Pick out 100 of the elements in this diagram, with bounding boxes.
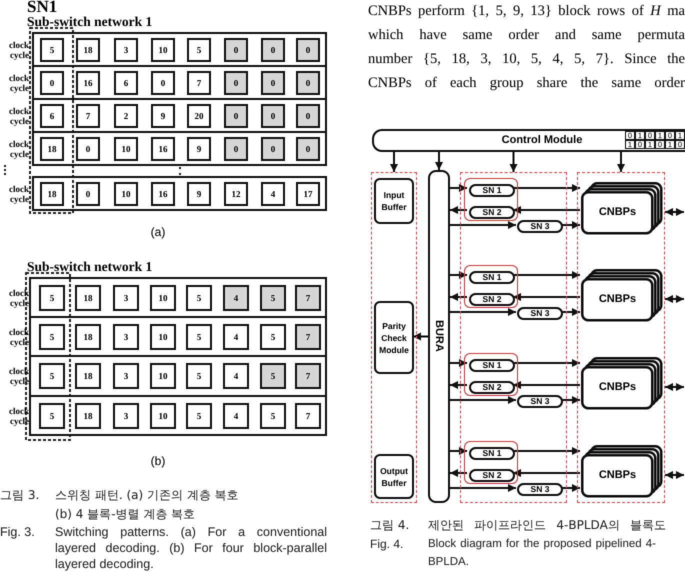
table-cell: 0 (296, 70, 320, 94)
table-cell: 20 (187, 104, 211, 128)
dashed-group-frame (577, 172, 665, 503)
table-cell: 5 (260, 363, 286, 389)
arrow (562, 308, 580, 316)
table-cell: 0 (151, 70, 175, 94)
caption-text: (b) 4 블록-병렬 계층 복호 (55, 506, 196, 523)
arrow (513, 469, 580, 477)
table-cell: 7 (295, 284, 321, 310)
text-line: CNBPs of each group share the same order (368, 74, 685, 93)
switch-pair-frame (464, 265, 518, 308)
figure-number: 그림 3. (0, 487, 40, 504)
switch-network-box: SN 2 (469, 206, 515, 218)
table-cell: 4 (223, 324, 249, 350)
table-cell: 5 (260, 324, 286, 350)
table-cell: 5 (40, 38, 64, 62)
switch-pair-frame (464, 441, 518, 484)
table-cell: 7 (76, 104, 100, 128)
module-box: Input Buffer (374, 178, 414, 224)
table-cell: 18 (75, 363, 101, 389)
arrow (435, 152, 443, 170)
table-cell: 3 (113, 284, 139, 310)
table-cell: 18 (40, 182, 64, 206)
switch-network-box: SN 3 (517, 394, 563, 408)
dashed-group-frame (460, 172, 567, 503)
caption-text: 스위칭 패턴. (a) 기존의 계층 복호 (55, 487, 239, 504)
switch-network-box: SN 3 (517, 306, 563, 320)
arrow (513, 184, 580, 192)
table-cell: 7 (295, 402, 321, 428)
arrow (513, 293, 580, 301)
subfigure-label: (a) (150, 225, 166, 241)
arrow (450, 484, 516, 492)
switch-pair-frame (464, 353, 518, 396)
switch-network-box: SN 3 (517, 482, 563, 496)
table-cell: 16 (76, 70, 100, 94)
table-cell: 0 (296, 38, 320, 62)
table-cell: 18 (75, 324, 101, 350)
table-cell: 9 (151, 104, 175, 128)
table-cell: 5 (39, 324, 65, 350)
table-cell: 10 (151, 38, 175, 62)
text-line: which have same order and same permuta (368, 26, 685, 45)
table-cell: 5 (186, 402, 212, 428)
text-line: number {5, 18, 3, 10, 5, 4, 5, 7}. Since the (368, 50, 685, 69)
switch-network-box: SN 2 (469, 380, 515, 394)
table-cell: 3 (113, 402, 139, 428)
arrow (510, 152, 518, 172)
table-cell: 5 (39, 363, 65, 389)
arrow (390, 152, 398, 172)
figure-number: Fig. 4. (370, 536, 404, 553)
table-cell: 10 (150, 402, 176, 428)
table-cell: 0 (224, 38, 248, 62)
arrow (513, 271, 580, 279)
switch-network-box: SN 2 (469, 468, 515, 482)
table-cell: 0 (76, 182, 100, 206)
arrow (450, 381, 467, 389)
table-cell: 0 (296, 104, 320, 128)
table-cell: 4 (261, 182, 285, 206)
table-cell: 10 (114, 136, 138, 160)
table-cell: 3 (114, 38, 138, 62)
table-cell: 18 (76, 38, 100, 62)
table-cell: 10 (150, 363, 176, 389)
table-cell: 5 (260, 402, 286, 428)
module-box: Output Buffer (374, 454, 414, 499)
table-cell: 16 (151, 136, 175, 160)
arrow (562, 484, 580, 492)
arrow (562, 396, 580, 404)
table-cell: 0 (261, 136, 285, 160)
text-line: CNBPs perform {1, 5, 9, 13} block rows of H ma (368, 2, 685, 21)
table-cell: 3 (113, 324, 139, 350)
arrow (562, 221, 580, 229)
table-heading: Sub-switch network 1 (27, 14, 152, 29)
table-cell: 18 (75, 284, 101, 310)
row-label: clock cycle (8, 138, 29, 158)
table-cell: 10 (114, 182, 138, 206)
table-cell: 5 (187, 38, 211, 62)
arrow (450, 447, 467, 455)
table-cell: 6 (40, 104, 64, 128)
table-cell: 0 (261, 104, 285, 128)
table-cell: 2 (114, 104, 138, 128)
row-label: clock cycle (8, 106, 29, 126)
switch-pair-frame (464, 178, 518, 221)
table-cell: 17 (296, 182, 320, 206)
table-cell: 0 (224, 136, 248, 160)
switch-network-box: SN 1 (469, 358, 515, 372)
table-cell: 5 (39, 402, 65, 428)
double-arrow (665, 295, 684, 303)
table-cell: 10 (150, 284, 176, 310)
bus-bar: BURA (428, 170, 450, 503)
table-cell: 18 (75, 402, 101, 428)
arrow (617, 152, 625, 172)
arrow (450, 396, 516, 404)
double-arrow (665, 471, 684, 479)
table-cell: 5 (39, 284, 65, 310)
table-cell: 16 (151, 182, 175, 206)
row-label: clock cycle (8, 184, 29, 204)
arrow (450, 184, 467, 192)
table-cell: 0 (224, 104, 248, 128)
table-cell: 18 (40, 136, 64, 160)
row-label: clock cycle (8, 72, 29, 92)
table-cell: 0 (40, 70, 64, 94)
